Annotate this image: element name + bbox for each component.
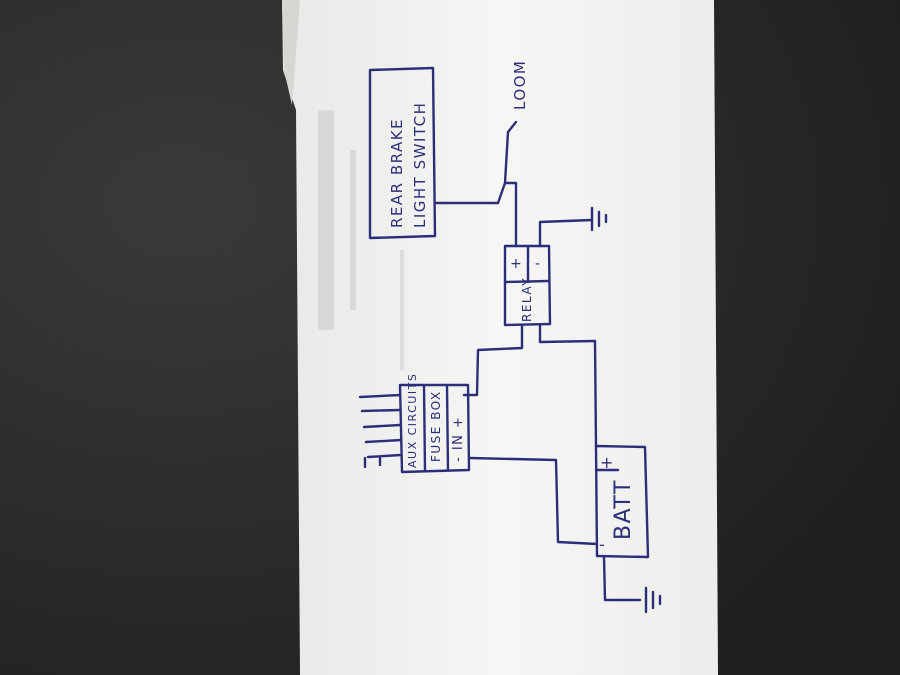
battery-ground	[602, 555, 662, 614]
paper-fold	[282, 0, 300, 105]
relay-label: RELAY	[520, 277, 534, 322]
aux-circuits-label: AUX CIRCUITS	[406, 373, 419, 468]
fuse-box: AUX CIRCUITS FUSE BOX - IN +	[398, 373, 471, 474]
relay-plus: +	[510, 256, 523, 272]
battery-label: BATT	[611, 479, 636, 540]
wire-relay-fusebox	[462, 323, 598, 448]
switch-label-line1: REAR BRAKE	[388, 118, 406, 228]
brake-switch-box: REAR BRAKE LIGHT SWITCH	[368, 66, 437, 240]
battery-minus: -	[599, 535, 606, 554]
loom-label: LOOM	[511, 60, 529, 110]
see-through-print	[318, 110, 404, 370]
paper-sheet	[282, 0, 718, 675]
battery: + - BATT	[594, 444, 650, 559]
wire-switch-loom	[433, 120, 518, 248]
wire-fusebox-negative	[468, 456, 599, 546]
relay-minus: -	[535, 256, 542, 272]
battery-plus: +	[600, 453, 615, 472]
relay-box: + - RELAY	[503, 244, 552, 327]
aux-circuit-wires	[358, 393, 403, 469]
fuse-box-label: FUSE BOX	[429, 390, 443, 462]
switch-label-line2: LIGHT SWITCH	[411, 102, 429, 228]
relay-ground	[538, 206, 608, 248]
fuse-box-input-label: - IN +	[451, 416, 466, 462]
